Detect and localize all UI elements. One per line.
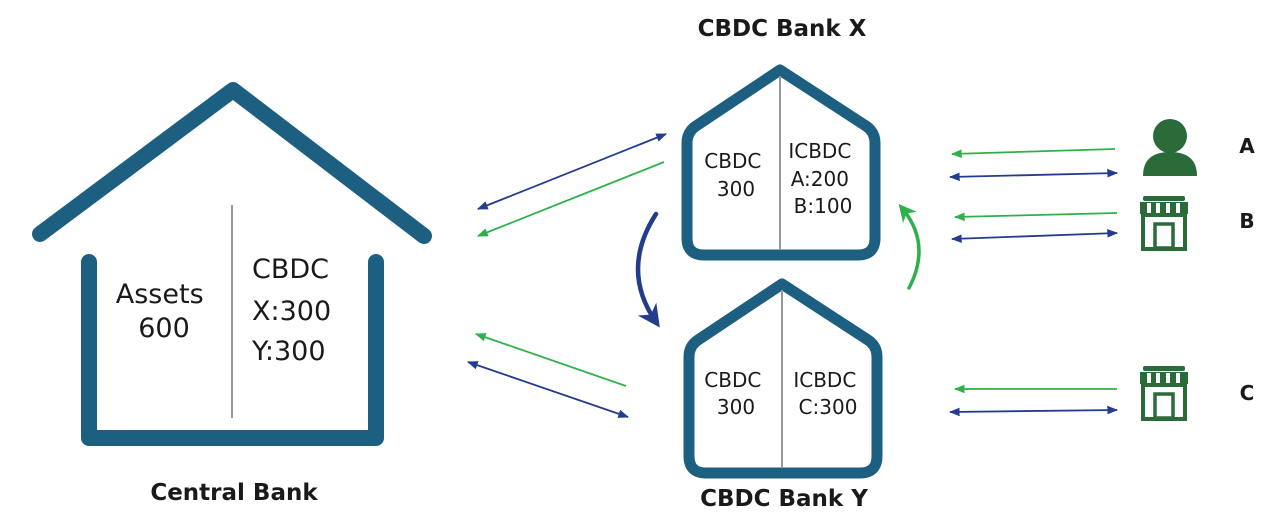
bank-x-cbdc-value: 300 <box>717 177 755 201</box>
bank-x-title: CBDC Bank X <box>698 16 867 42</box>
arrow-c-banky-blue <box>948 405 1119 417</box>
storefront-icon <box>1140 366 1188 421</box>
storefront-icon <box>1140 196 1188 251</box>
bank-x-cbdc-label: CBDC <box>704 149 761 173</box>
arrow-a-bankx-green <box>950 148 1116 159</box>
arrow-a-bankx-blue <box>948 168 1119 182</box>
arrow-b-bankx-blue <box>950 229 1119 243</box>
central-bank-walls <box>81 254 384 446</box>
central-bank-title: Central Bank <box>150 480 318 506</box>
central-bank-x-value: X:300 <box>252 296 331 327</box>
svg-text:Assets 600: Assets 600 <box>116 279 212 344</box>
bank-y-icbdc-label: ICBDC <box>793 368 856 392</box>
central-bank-assets-label: Assets <box>116 279 204 310</box>
party-a-label: A <box>1239 134 1255 158</box>
party-c-label: C <box>1240 381 1255 405</box>
arrow-cb-banky-blue <box>466 361 630 418</box>
bank-y-cbdc-value: 300 <box>717 395 755 419</box>
svg-text:CBDC 300: CBDC 300 <box>704 149 767 201</box>
bank-x-b-value: B:100 <box>794 194 853 218</box>
bank-y-title: CBDC Bank Y <box>700 486 868 512</box>
central-bank-assets-value: 600 <box>138 313 190 344</box>
arrow-cb-bankx-blue <box>476 133 668 210</box>
arrow-banky-cb-green <box>474 333 627 387</box>
svg-text:ICBDC A:200 B:100: ICBDC A:200 B:100 <box>788 139 857 218</box>
bank-x-house: CBDC 300 ICBDC A:200 B:100 <box>681 64 881 261</box>
bank-y-cbdc-label: CBDC <box>704 368 761 392</box>
arrow-bankx-to-banky-curved <box>635 211 660 328</box>
svg-text:ICBDC C:300: ICBDC C:300 <box>793 368 862 419</box>
central-bank-y-value: Y:300 <box>251 336 326 367</box>
svg-text:CBDC 300: CBDC 300 <box>704 368 767 419</box>
central-bank-house: Assets 600 CBDC X:300 Y:300 <box>32 82 432 446</box>
arrow-b-bankx-green <box>953 212 1118 222</box>
bank-x-icbdc-label: ICBDC <box>788 139 851 163</box>
bank-y-house: CBDC 300 ICBDC C:300 <box>683 278 883 479</box>
svg-text:CBDC X:300 Y:300: CBDC X:300 Y:300 <box>251 254 340 367</box>
arrow-bankx-cb-green <box>476 161 665 237</box>
central-bank-cbdc-label: CBDC <box>252 254 329 285</box>
arrow-banky-to-bankx-curved <box>898 203 921 290</box>
central-bank-roof <box>32 82 432 244</box>
person-icon <box>1143 119 1197 176</box>
bank-x-a-value: A:200 <box>791 167 849 191</box>
bank-y-c-value: C:300 <box>799 395 858 419</box>
party-b-label: B <box>1239 209 1254 233</box>
